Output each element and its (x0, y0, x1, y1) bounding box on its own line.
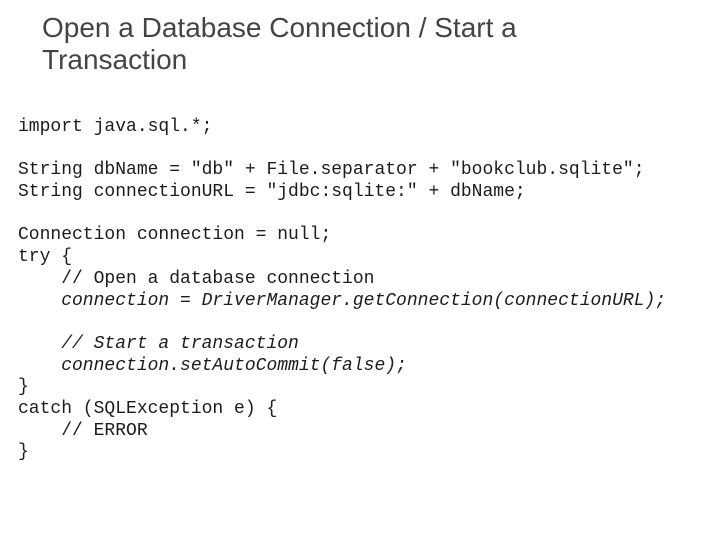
code-line: // Open a database connection (18, 268, 375, 289)
code-line (18, 139, 666, 161)
code-line: import java.sql.*; (18, 117, 213, 137)
code-line: connection = DriverManager.getConnection… (18, 290, 667, 311)
code-line: // Start a transaction (18, 333, 299, 354)
code-line: String dbName = "db" + File.separator + … (18, 160, 645, 181)
slide-title: Open a Database Connection / Start a Tra… (42, 12, 517, 75)
code-line (18, 204, 666, 226)
code-line: String connectionURL = "jdbc:sqlite:" + … (18, 182, 526, 203)
code-line: // ERROR (18, 420, 148, 441)
code-line (18, 312, 666, 334)
code-line: Connection connection = null; (18, 225, 332, 246)
code-line: } (18, 442, 29, 463)
code-line: connection.setAutoCommit(false); (18, 355, 407, 376)
code-block: import java.sql.*; String dbName = "db" … (18, 117, 666, 464)
code-line: catch (SQLException e) { (18, 398, 278, 419)
code-line: try { (18, 247, 73, 268)
code-line: } (18, 377, 29, 398)
